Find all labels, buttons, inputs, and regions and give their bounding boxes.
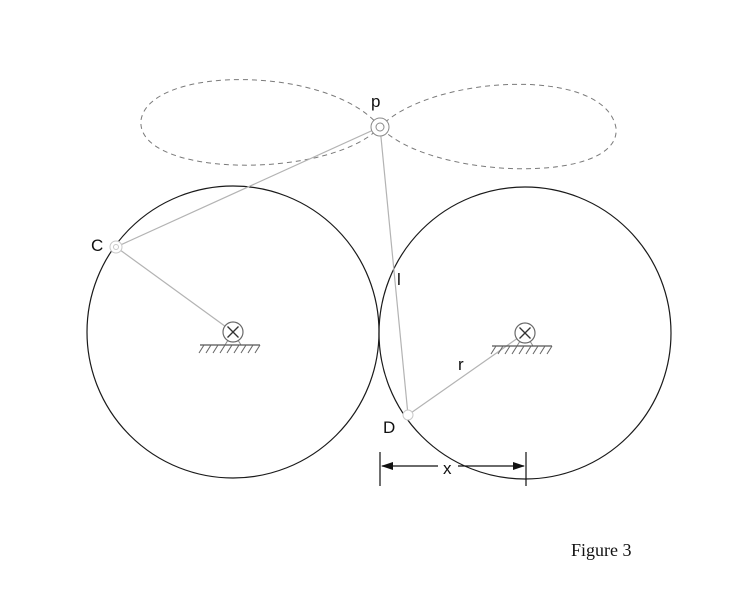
left-fixed-pivot-icon (198, 321, 261, 354)
joint-p-icon (370, 117, 390, 137)
label-r: r (458, 355, 464, 374)
label-c: C (91, 236, 103, 255)
link-d-to-right-pivot (407, 332, 526, 416)
label-d: D (383, 418, 395, 437)
label-p: p (371, 92, 380, 111)
joint-c-icon (109, 240, 123, 254)
link-c-to-left-pivot (115, 246, 234, 333)
figure-caption: Figure 3 (571, 540, 632, 560)
label-l: l (397, 270, 401, 289)
label-x: x (443, 459, 452, 478)
right-fixed-pivot-icon (490, 322, 553, 355)
joint-d-icon (402, 409, 414, 421)
right-circle (378, 186, 672, 480)
link-p-to-d (379, 126, 409, 416)
link-c-to-p (115, 126, 381, 248)
dimension-x (379, 452, 527, 486)
